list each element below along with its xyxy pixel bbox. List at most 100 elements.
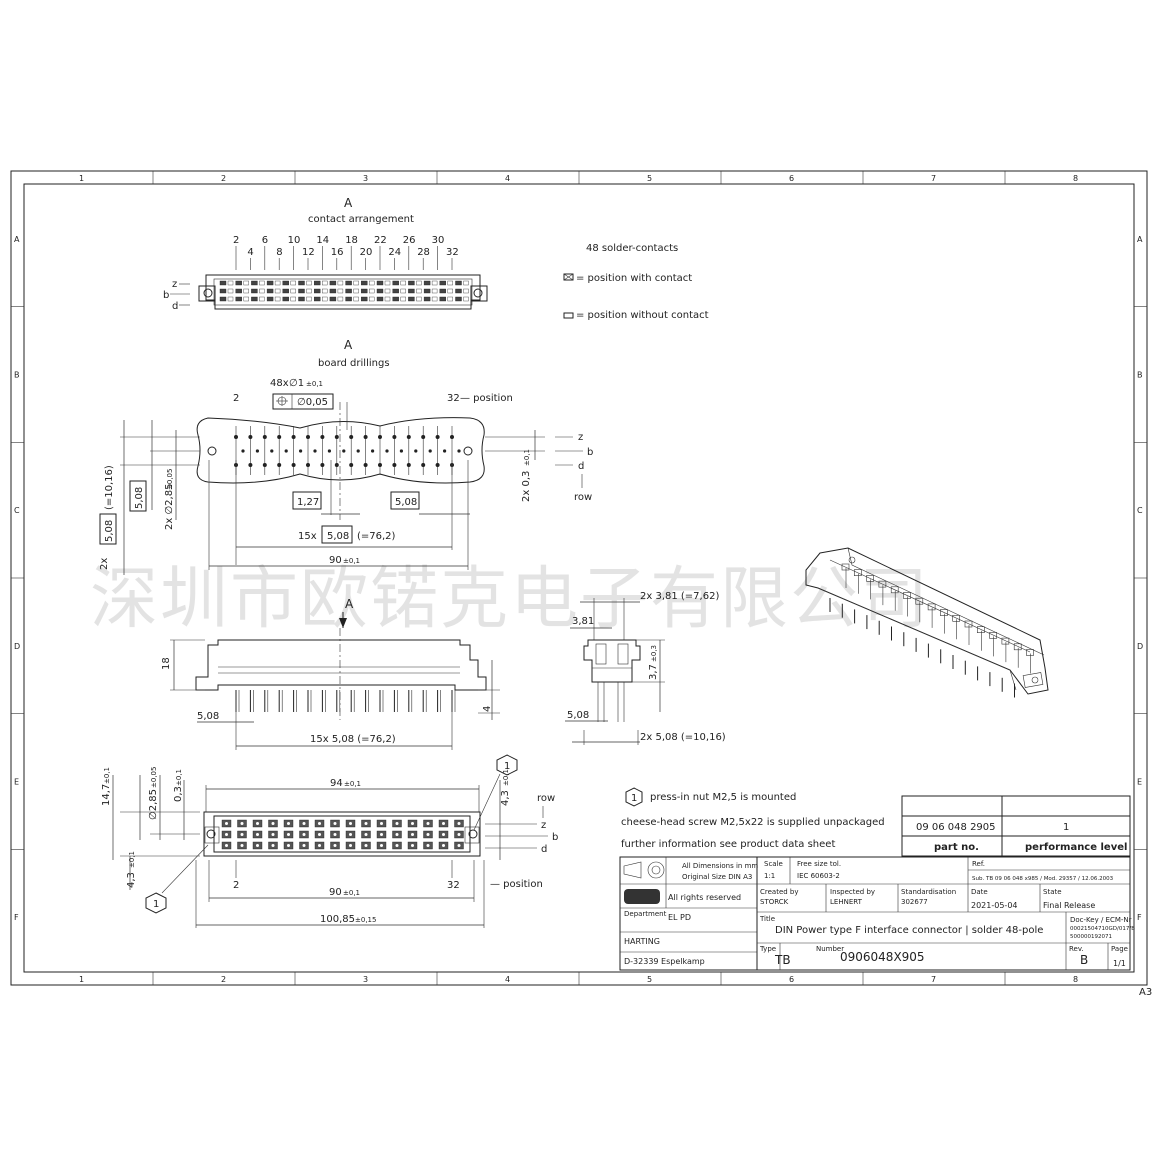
empty-position xyxy=(290,280,296,286)
contact-pin xyxy=(219,280,227,286)
drill-hole xyxy=(277,463,282,467)
sub-note: Sub. TB 09 06 048 x985 / Mod. 29357 / 12… xyxy=(972,876,1114,882)
contact-pin xyxy=(298,288,305,294)
iso-contact-cell xyxy=(841,563,850,571)
dim-15x-total: (=76,2) xyxy=(357,531,396,542)
empty-position xyxy=(274,280,281,286)
bottom-view: 94 ±0,1 14,7 ±0,1 ∅2,85 ±0,05 0,3 ±0,1 4… xyxy=(101,754,558,928)
drill-hole xyxy=(435,435,440,439)
bottom-contact-hole xyxy=(287,844,290,847)
contact-pin xyxy=(298,296,305,302)
board-drillings-view: A board drillings 48x ∅1 ±0,1 ∅0,05 2 32… xyxy=(99,338,593,575)
bottom-dim-03: 0,3 xyxy=(173,786,184,802)
contact-pin xyxy=(408,296,415,302)
contact-number-bottom: 8 xyxy=(276,247,282,258)
legend-with-contact-symbol xyxy=(563,273,574,281)
empty-position xyxy=(259,296,265,302)
bottom-dim-10085-tol: ±0,15 xyxy=(355,916,376,924)
drill-hole xyxy=(291,435,296,439)
row-label-left: E xyxy=(14,778,19,787)
mount-drill-right xyxy=(463,446,473,456)
iso-contact-cell xyxy=(903,592,911,599)
drill-hole xyxy=(399,449,403,453)
contact-pin xyxy=(361,288,368,294)
bottom-contact-field xyxy=(213,815,471,853)
bottom-contact-hole xyxy=(225,833,228,836)
iso-contact-cell xyxy=(915,597,924,605)
bottom-row-b: b xyxy=(552,832,558,843)
performance-label: performance level xyxy=(1025,842,1127,853)
empty-position xyxy=(227,296,234,302)
iso-contact-cell xyxy=(866,575,874,582)
number-label: Number xyxy=(816,945,844,953)
drill-row-b: b xyxy=(587,447,593,458)
col-label-bottom: 2 xyxy=(221,975,226,984)
bottom-contact-hole xyxy=(411,833,414,836)
empty-position xyxy=(447,280,453,286)
bottom-contact-hole xyxy=(318,844,321,847)
part-no-label: part no. xyxy=(934,842,979,853)
ref-label: Ref. xyxy=(972,860,985,868)
drill-hole xyxy=(291,463,296,467)
view-letter-a-1: A xyxy=(344,196,353,210)
contact-pin xyxy=(235,288,242,294)
drill-hole xyxy=(392,463,397,467)
contact-number-bottom: 20 xyxy=(360,247,373,258)
drill-hole xyxy=(327,449,331,453)
bottom-contact-hole xyxy=(442,844,445,847)
drill-hole xyxy=(262,435,267,439)
number: 0906048X905 xyxy=(840,950,925,964)
empty-position xyxy=(290,296,296,302)
created-by: STORCK xyxy=(760,898,789,906)
end-dim-381: 3,81 xyxy=(572,616,594,627)
empty-position xyxy=(353,288,359,294)
empty-position xyxy=(322,288,328,294)
drill-row-d: d xyxy=(578,461,584,472)
dim-90: 90 xyxy=(329,555,342,566)
contact-pin xyxy=(345,296,352,302)
dims-note-1: All Dimensions in mm xyxy=(682,862,758,870)
iso-contact-cell xyxy=(976,626,985,634)
contact-number-bottom: 16 xyxy=(331,247,344,258)
empty-position xyxy=(416,288,422,294)
bottom-contact-hole xyxy=(256,833,259,836)
left-dim-3: 2x ∅2,85 xyxy=(164,484,175,530)
empty-position xyxy=(447,296,453,302)
drill-hole xyxy=(306,463,310,467)
drill-hole xyxy=(248,463,253,467)
type-label: Type xyxy=(759,945,776,953)
contact-number-top: 6 xyxy=(262,235,268,246)
dept: EL PD xyxy=(668,913,691,922)
side-pitch: 5,08 xyxy=(197,711,219,722)
drill-hole xyxy=(435,463,440,467)
row-z-label: z xyxy=(172,279,177,290)
note-callout-icon xyxy=(625,787,643,807)
drill-hole xyxy=(334,435,339,439)
iso-contact-cell xyxy=(989,632,997,639)
state-label: State xyxy=(1043,888,1062,896)
dim-15x: 15x xyxy=(298,531,317,542)
contact-pin xyxy=(266,288,274,294)
row-label-right: D xyxy=(1137,642,1143,651)
side-pin-len: 4 xyxy=(482,706,493,712)
contact-legend: 48 solder-contacts = position with conta… xyxy=(563,243,709,321)
contact-number-top: 2 xyxy=(233,235,239,246)
side-span: 15x 5,08 (=76,2) xyxy=(310,734,396,745)
drill-hole xyxy=(349,463,354,467)
row-label-left: A xyxy=(14,235,20,244)
position-tolerance-frame xyxy=(272,393,334,410)
col-label-bottom: 6 xyxy=(789,975,794,984)
scale: 1:1 xyxy=(764,872,775,880)
contact-number-top: 26 xyxy=(403,235,416,246)
doc-key-1: 00021504710GD/017/B xyxy=(1070,926,1135,932)
bottom-dim-285-tol: ±0,05 xyxy=(150,767,158,788)
watermark: 深圳市欧锘克电子有限公司 xyxy=(90,560,930,639)
empty-position xyxy=(384,280,391,286)
doc-key-2: 500000192071 xyxy=(1070,934,1112,940)
drill-hole xyxy=(421,435,426,439)
mount-hole-left xyxy=(203,288,213,298)
contact-pin xyxy=(392,288,399,294)
view-arrow-icon xyxy=(339,618,347,628)
contact-pin xyxy=(314,296,321,302)
col-label-bottom: 3 xyxy=(363,975,368,984)
